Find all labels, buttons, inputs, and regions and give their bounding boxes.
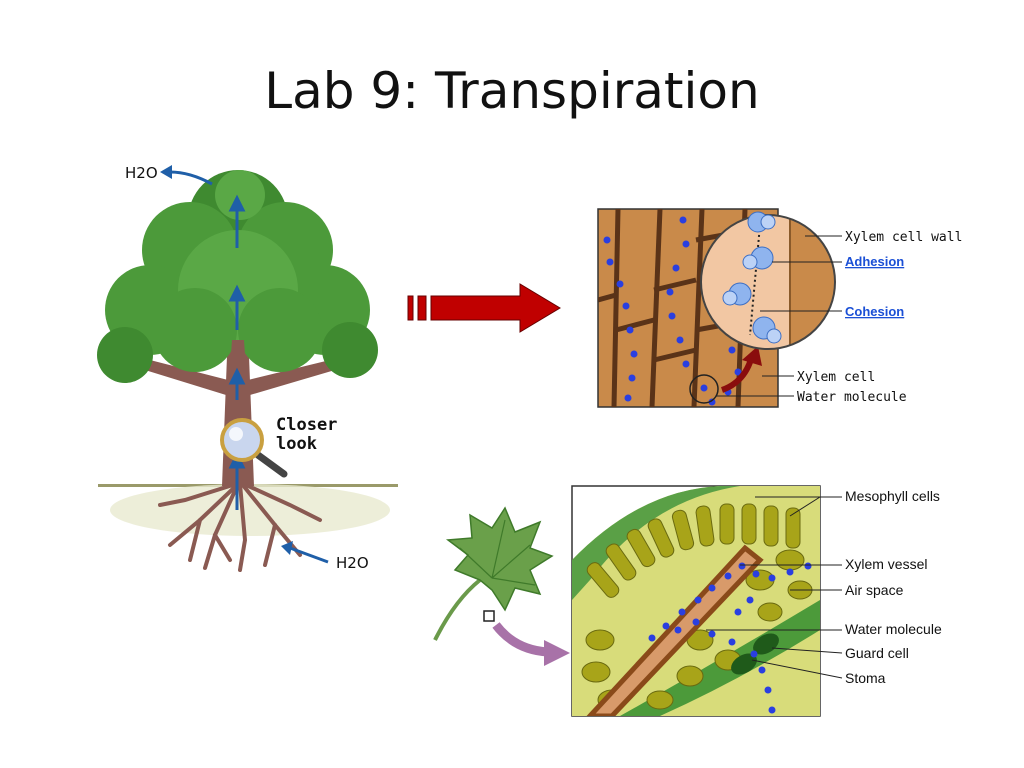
label-cohesion[interactable]: Cohesion	[845, 304, 904, 319]
h2o-label-top: H2O	[125, 164, 158, 182]
leaf-water-dots	[648, 562, 812, 714]
label-xylem-cell: Xylem cell	[797, 370, 875, 385]
h2o-bottom-arrow	[281, 541, 329, 564]
h2o-label-bottom: H2O	[336, 554, 369, 572]
xylem-water-dots	[603, 216, 742, 406]
tree-illustration: H2O H2O Closer look	[97, 164, 398, 572]
xylem-panel: Xylem cell wall Adhesion Cohesion Xylem …	[597, 208, 962, 408]
tree-canopy	[97, 170, 378, 383]
leaf-leader-lines	[706, 496, 843, 679]
label-xylem-vessel: Xylem vessel	[845, 556, 927, 572]
closer-look-line2: look	[276, 434, 317, 454]
water-molecules	[722, 211, 782, 344]
label-mesophyll-cells: Mesophyll cells	[845, 488, 940, 504]
label-xylem-cell-wall: Xylem cell wall	[845, 230, 962, 245]
leaf-section-panel: Mesophyll cells Xylem vessel Air space W…	[571, 485, 942, 717]
zoom-circle	[689, 374, 719, 404]
magnified-bubble	[700, 211, 836, 350]
leaf-zoom-box	[483, 610, 495, 622]
label-water-molecule-xylem: Water molecule	[797, 390, 907, 405]
closer-look-line1: Closer	[276, 415, 337, 435]
label-water-molecule-leaf: Water molecule	[845, 621, 942, 637]
label-air-space: Air space	[845, 582, 904, 598]
water-flow-arrows	[228, 194, 246, 510]
label-guard-cell: Guard cell	[845, 645, 909, 661]
label-adhesion[interactable]: Adhesion	[845, 254, 904, 269]
roots	[158, 482, 322, 572]
purple-arrow-icon	[492, 622, 570, 666]
magnifier-icon	[220, 418, 288, 478]
guard-cells	[731, 633, 779, 675]
label-stoma: Stoma	[845, 670, 886, 686]
h2o-top-arrow	[160, 165, 213, 186]
zoom-arrow-head	[742, 346, 762, 366]
xylem-leader-lines	[716, 235, 842, 397]
leaf-illustration	[433, 506, 554, 641]
red-arrow-icon	[407, 283, 561, 333]
ground-shadow	[110, 484, 390, 536]
page-title: Lab 9: Transpiration	[264, 62, 760, 120]
